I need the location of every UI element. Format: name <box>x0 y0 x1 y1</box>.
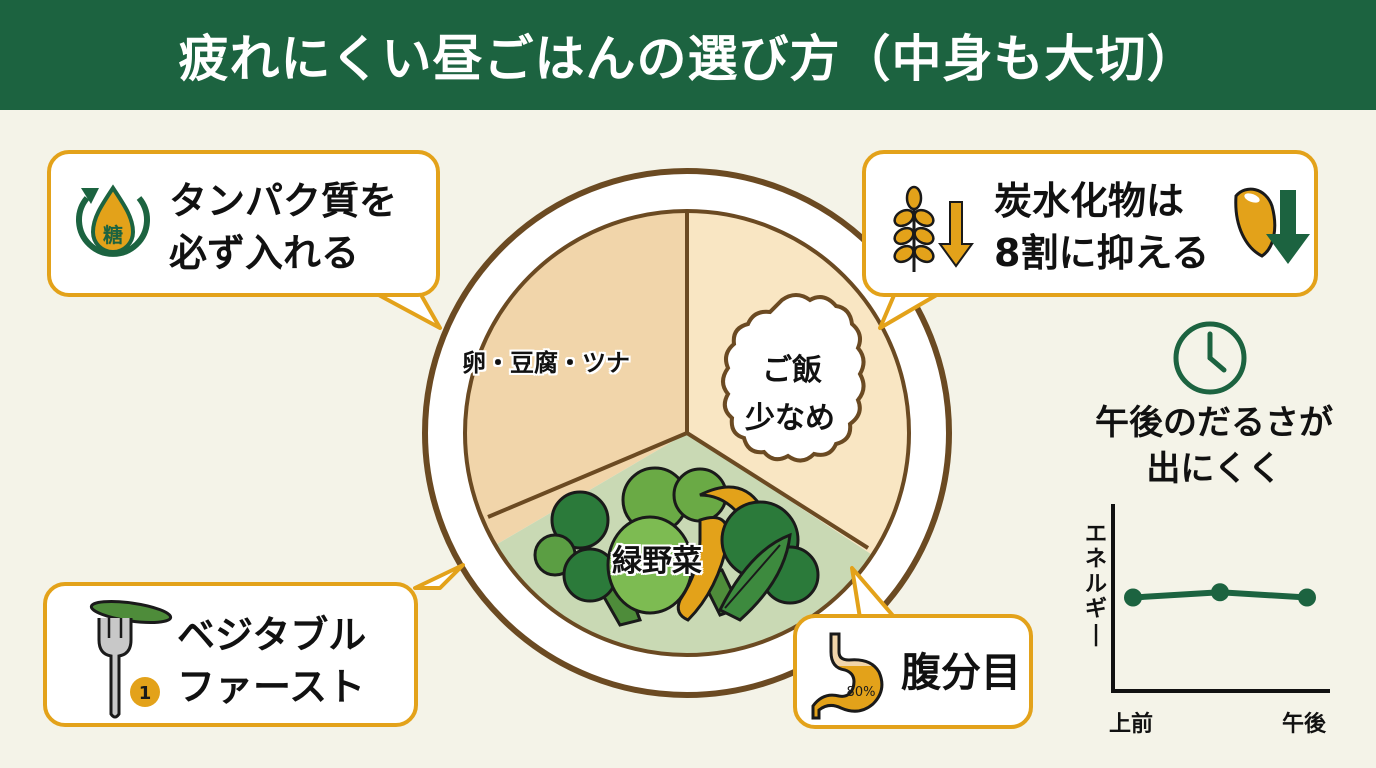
carbs-line2: 8割に抑える <box>994 231 1210 275</box>
wheat-down-arrow-icon <box>893 185 974 272</box>
vegetable-label: 緑野菜 <box>612 544 702 579</box>
svg-text:糖: 糖 <box>103 223 123 247</box>
rice-label-line2: 少なめ <box>745 401 835 436</box>
sugar-drop-cycle-icon: 糖 <box>76 184 150 257</box>
callout-vegetable-first: 1 ベジタブル ファースト <box>43 582 418 727</box>
carbs-line1: 炭水化物は <box>994 179 1185 223</box>
rice-cloud-icon <box>721 293 866 463</box>
protein-line1: タンパク質を <box>169 179 398 223</box>
chart-x-tick-end: 午後 <box>1282 712 1327 737</box>
svg-text:80%: 80% <box>847 685 876 700</box>
callout-carbs: 炭水化物は 8割に抑える <box>862 150 1318 297</box>
title-banner: 疲れにくい昼ごはんの選び方（中身も大切） <box>0 0 1376 110</box>
page-title: 疲れにくい昼ごはんの選び方（中身も大切） <box>178 30 1198 88</box>
vegetables-icon <box>533 466 820 627</box>
vegetable-first-line1: ベジタブル <box>177 613 367 657</box>
rice-label-line1: ご飯 <box>762 353 822 388</box>
energy-line-chart <box>1111 504 1330 693</box>
afternoon-text-line2: 出にくく <box>1146 449 1282 489</box>
svg-text:1: 1 <box>139 683 152 704</box>
stomach-icon: 80% <box>811 632 884 720</box>
rice-grain-down-arrow-icon <box>1234 187 1310 264</box>
callout-protein: 糖 タンパク質を 必ず入れる <box>47 150 440 297</box>
protein-line2: 必ず入れる <box>169 231 360 275</box>
clock-icon <box>1173 321 1247 395</box>
chart-data-point <box>1211 583 1229 602</box>
chart-x-tick-start: 上前 <box>1109 712 1154 737</box>
plate-section-protein <box>465 211 687 560</box>
callout-stomach: 80% 腹分目 <box>793 614 1033 729</box>
chart-y-label: エネルギ| <box>1084 522 1107 647</box>
fork-cucumber-icon: 1 <box>89 599 173 719</box>
chart-data-point <box>1298 588 1316 607</box>
chart-data-point <box>1124 588 1142 607</box>
stomach-label: 腹分目 <box>901 650 1021 696</box>
protein-label: 卵・豆腐・ツナ <box>462 349 630 377</box>
vegetable-first-line2: ファースト <box>177 665 366 709</box>
afternoon-text-line1: 午後のだるさが <box>1095 403 1333 443</box>
